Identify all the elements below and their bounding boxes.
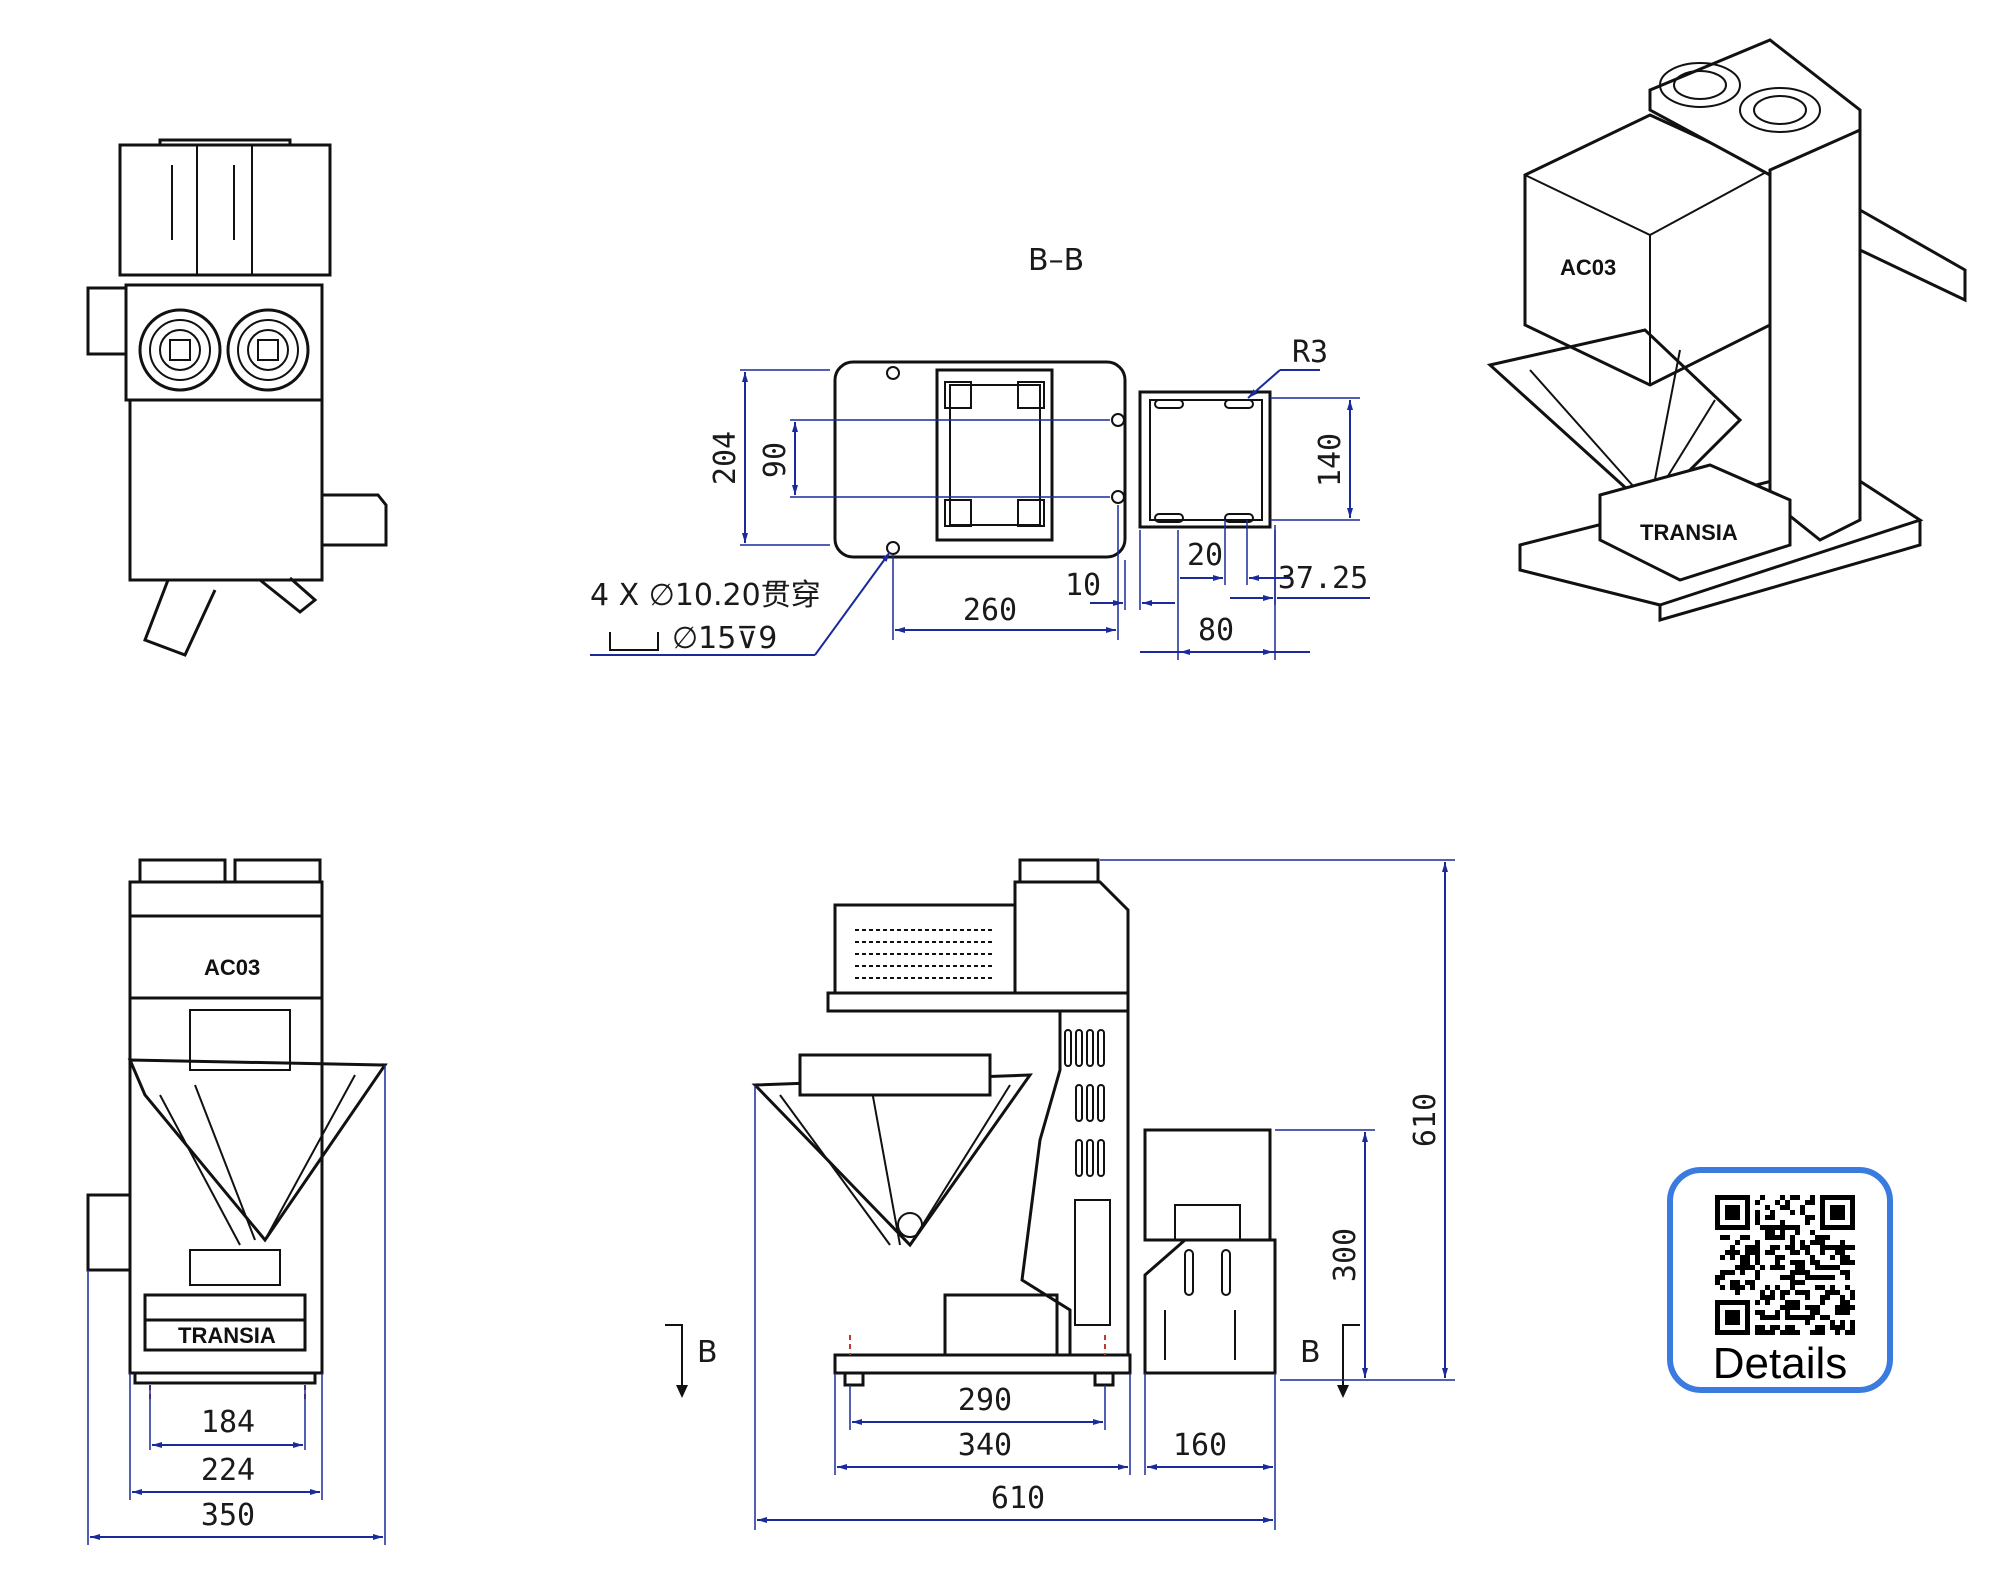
- dim-610-height: 610: [1408, 1093, 1443, 1147]
- dim-20: 20: [1187, 538, 1223, 573]
- top-view: [86, 138, 388, 657]
- svg-text:B: B: [697, 1335, 718, 1370]
- front-brand: AC03: [204, 955, 260, 980]
- dim-140: 140: [1313, 433, 1348, 487]
- hole-callout-line1: 4 X ∅10.20贯穿: [590, 578, 821, 613]
- dim-184: 184: [201, 1405, 255, 1440]
- fan-icon: [138, 308, 222, 392]
- iso-brand: AC03: [1560, 255, 1616, 280]
- dim-80: 80: [1198, 613, 1234, 648]
- iso-base-brand: TRANSIA: [1640, 520, 1738, 545]
- fan-icon: [1659, 62, 1741, 108]
- dim-260: 260: [963, 593, 1017, 628]
- dim-300: 300: [1328, 1228, 1363, 1282]
- section-marker-right: B: [1300, 1324, 1360, 1398]
- radius-label: R3: [1292, 335, 1328, 370]
- details-button[interactable]: Details: [1667, 1167, 1893, 1393]
- dim-10: 10: [1065, 568, 1101, 603]
- isometric-view: AC03 TRANSIA: [1486, 38, 1967, 622]
- qr-code-icon: [1715, 1195, 1855, 1335]
- dim-160: 160: [1173, 1428, 1227, 1463]
- dim-224: 224: [201, 1453, 255, 1488]
- details-label: Details: [1712, 1339, 1848, 1388]
- dim-610-width: 610: [991, 1481, 1045, 1516]
- dim-90: 90: [758, 442, 793, 478]
- dim-350: 350: [201, 1498, 255, 1533]
- fan-icon: [226, 308, 310, 392]
- front-base-brand: TRANSIA: [178, 1323, 276, 1348]
- dim-340: 340: [958, 1428, 1012, 1463]
- dim-204: 204: [708, 431, 743, 485]
- vent-grille: [855, 929, 995, 979]
- section-marker-left: B: [665, 1324, 718, 1398]
- svg-text:B: B: [1300, 1335, 1321, 1370]
- section-label: B–B: [1028, 243, 1084, 278]
- hole-callout-line2: ∅15⊽9: [672, 621, 777, 656]
- side-slots: [1064, 1029, 1105, 1177]
- front-view: AC03 TRANSIA 184 224 350: [86, 858, 388, 1545]
- dim-37-25: 37.25: [1278, 561, 1368, 596]
- dim-290: 290: [958, 1383, 1012, 1418]
- side-view: B B 610 300 290 340 160 610: [665, 858, 1455, 1530]
- section-view: B–B 204 90 140 260: [590, 243, 1370, 660]
- fan-icon: [1739, 87, 1821, 133]
